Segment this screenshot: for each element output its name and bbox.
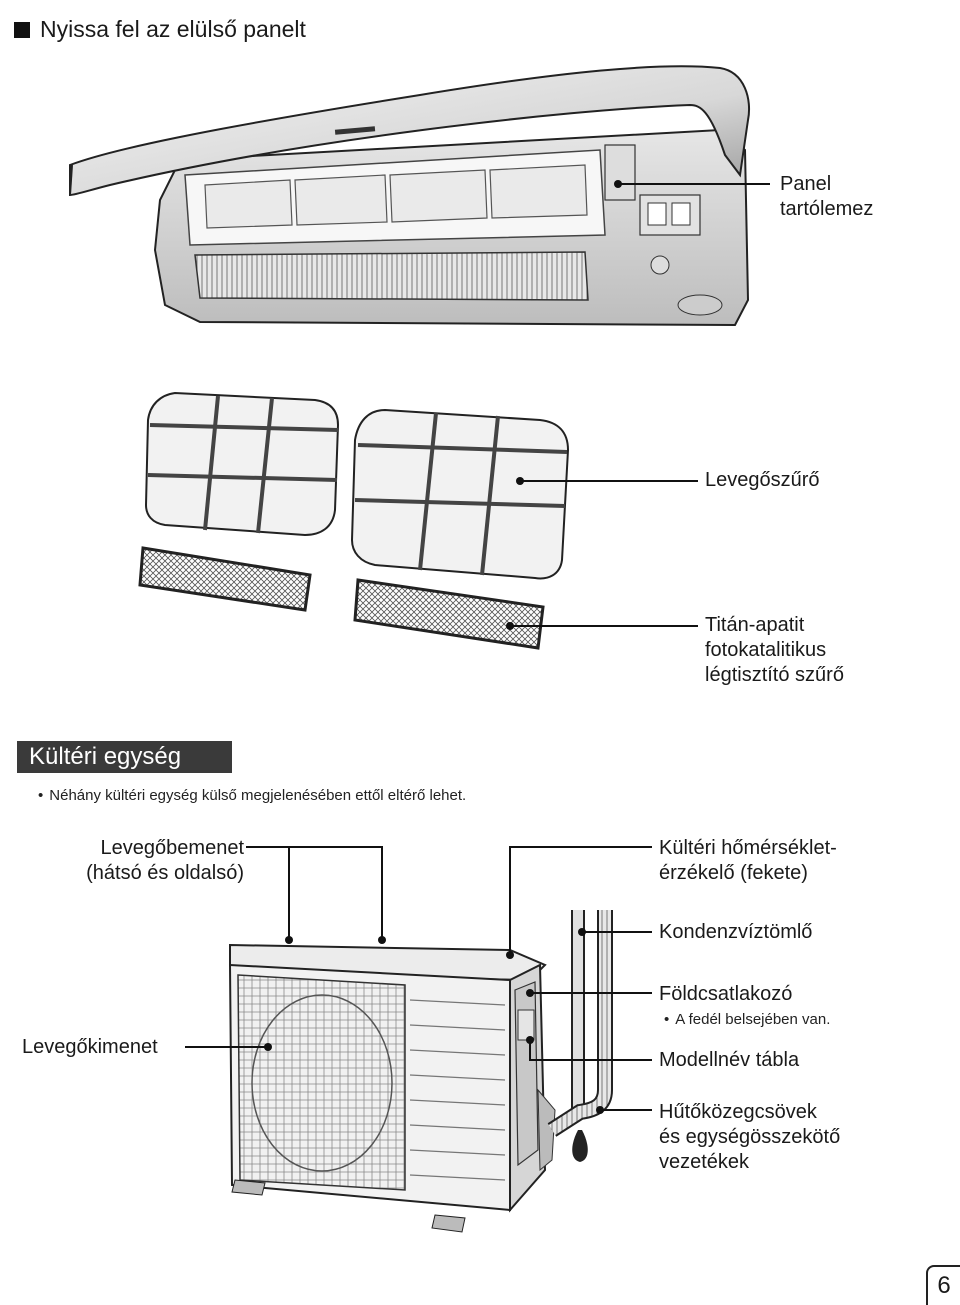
air-outlet-label: Levegőkimenet bbox=[22, 1036, 158, 1058]
air-filter-label: Levegőszűrő bbox=[705, 469, 820, 491]
outdoor-pointer-dots bbox=[264, 928, 604, 1114]
panel-holder-label: Panel tartólemez bbox=[780, 173, 874, 220]
square-bullet-icon bbox=[14, 21, 30, 38]
air-filters bbox=[144, 391, 698, 580]
outdoor-note: •Néhány kültéri egység külső megjelenésé… bbox=[38, 787, 467, 804]
outdoor-section-title: Kültéri egység bbox=[17, 741, 232, 773]
bullet-icon: • bbox=[38, 787, 44, 804]
drain-hose-label: Kondenzvíztömlő bbox=[659, 921, 813, 943]
page-heading: Nyissa fel az elülső panelt bbox=[14, 16, 306, 43]
outdoor-pointers bbox=[185, 846, 652, 1111]
air-inlet-label: Levegőbemenet (hátsó és oldalsó) bbox=[86, 837, 244, 884]
pipes-label: Hűtőközegcsövek és egységösszekötő vezet… bbox=[659, 1101, 841, 1173]
ground-note: •A fedél belsejében van. bbox=[664, 1011, 831, 1028]
temp-sensor-label: Kültéri hőmérséklet- érzékelő (fekete) bbox=[659, 837, 837, 884]
indoor-unit bbox=[69, 65, 770, 327]
titan-filter-label: Titán-apatit fotokatalitikus légtisztító… bbox=[705, 614, 844, 686]
bullet-icon: • bbox=[664, 1011, 670, 1028]
page-number: 6 bbox=[926, 1265, 960, 1305]
heading-text: Nyissa fel az elülső panelt bbox=[40, 16, 306, 42]
outdoor-unit bbox=[228, 910, 613, 1233]
model-plate-label: Modellnév tábla bbox=[659, 1049, 800, 1071]
ground-terminal-label: Földcsatlakozó bbox=[659, 983, 793, 1005]
titan-filters bbox=[138, 546, 698, 650]
